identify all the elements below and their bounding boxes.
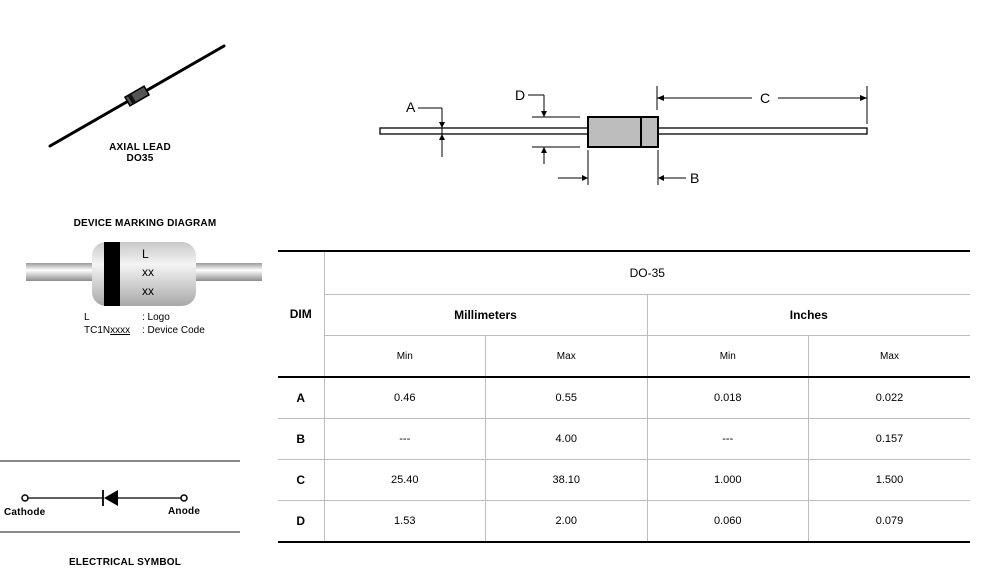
marking-lead-right: [192, 263, 262, 281]
unit-in-header: Inches: [646, 294, 970, 336]
row-in-max-cell: 0.079: [808, 500, 970, 543]
dim-c-label: C: [760, 90, 770, 106]
table-row: D 1.53 2.00 0.060 0.079: [278, 500, 970, 543]
dim-b-arrow-left: [582, 175, 588, 181]
dim-a-arrow-top: [439, 122, 445, 128]
marking-legend-key2-xxxx: xxxx: [110, 325, 131, 336]
row-mm-max-cell: 2.00: [485, 500, 648, 543]
row-dim-cell: D: [278, 500, 325, 543]
mm-max-header: Max: [485, 335, 648, 378]
marking-body-line2: xx: [142, 265, 154, 279]
outline-drawing: A D B C: [379, 86, 868, 186]
table-header-row-units: Millimeters Inches: [278, 294, 970, 336]
row-dim-cell: B: [278, 418, 325, 460]
row-mm-min-cell: ---: [323, 418, 486, 460]
dim-b-arrow-right: [658, 175, 664, 181]
dimensions-table: DIM DO-35 Millimeters Inches Min Max Min…: [278, 250, 970, 543]
row-dim-cell: C: [278, 459, 325, 501]
row-in-min-cell: 0.060: [646, 500, 809, 543]
table-row: A 0.46 0.55 0.018 0.022: [278, 376, 970, 419]
table-header-row-minmax: Min Max Min Max: [278, 335, 970, 378]
row-in-min-cell: 1.000: [646, 459, 809, 501]
row-in-min-cell: ---: [646, 418, 809, 460]
symbol-anode-terminal: [180, 494, 188, 502]
outline-body: [587, 116, 659, 148]
marking-legend-key2-prefix: TC1N: [84, 325, 111, 336]
marking-legend-key1: L: [84, 312, 90, 323]
marking-legend-val1: : Logo: [142, 312, 170, 323]
marking-lead-left: [26, 263, 96, 281]
axial-lead-drawing: [48, 44, 226, 148]
dim-c-arrow-right: [860, 95, 867, 101]
axial-lead-caption-line2: DO35: [126, 153, 154, 164]
in-min-header: Min: [646, 335, 809, 378]
in-max-header: Max: [808, 335, 970, 378]
row-in-max-cell: 0.022: [808, 376, 970, 419]
symbol-cathode-label: Cathode: [4, 507, 46, 518]
row-in-max-cell: 0.157: [808, 418, 970, 460]
row-mm-max-cell: 0.55: [485, 376, 648, 419]
dim-d-label: D: [515, 87, 525, 103]
table-row: B --- 4.00 --- 0.157: [278, 418, 970, 460]
axial-lead-body: [123, 85, 151, 107]
table-row: C 25.40 38.10 1.000 1.500: [278, 459, 970, 501]
symbol-anode-label: Anode: [168, 506, 201, 517]
symbol-cathode-terminal: [21, 494, 29, 502]
dim-a-arrow-bottom: [439, 134, 445, 140]
row-mm-max-cell: 38.10: [485, 459, 648, 501]
dim-a-label: A: [406, 99, 416, 115]
row-dim-cell: A: [278, 376, 325, 419]
marking-drawing: [26, 242, 262, 306]
marking-title: DEVICE MARKING DIAGRAM: [73, 218, 217, 229]
unit-mm-header: Millimeters: [323, 294, 648, 336]
table-header-row-package: DIM DO-35: [278, 250, 970, 378]
symbol-caption: ELECTRICAL SYMBOL: [68, 557, 182, 568]
marking-body-line3: xx: [142, 284, 154, 298]
symbol-diode-triangle: [104, 490, 118, 506]
row-mm-min-cell: 0.46: [323, 376, 486, 419]
dim-b-label: B: [690, 170, 699, 186]
dim-c-arrow-left: [657, 95, 664, 101]
electrical-symbol: [0, 460, 240, 533]
row-mm-max-cell: 4.00: [485, 418, 648, 460]
marking-body-line1: L: [142, 247, 149, 261]
dim-header-cell: DIM: [278, 250, 325, 378]
row-mm-min-cell: 1.53: [323, 500, 486, 543]
axial-lead-caption-line1: AXIAL LEAD: [109, 142, 171, 153]
axial-lead-caption: AXIAL LEAD DO35: [90, 142, 190, 164]
marking-legend-val2: : Device Code: [142, 325, 205, 336]
mm-min-header: Min: [323, 335, 486, 378]
dim-d-arrow-top: [541, 111, 547, 117]
row-in-max-cell: 1.500: [808, 459, 970, 501]
row-mm-min-cell: 25.40: [323, 459, 486, 501]
package-header-cell: DO-35: [323, 250, 970, 295]
marking-cathode-band: [104, 242, 120, 306]
row-in-min-cell: 0.018: [646, 376, 809, 419]
marking-legend-key2: TC1Nxxxx: [84, 325, 130, 336]
